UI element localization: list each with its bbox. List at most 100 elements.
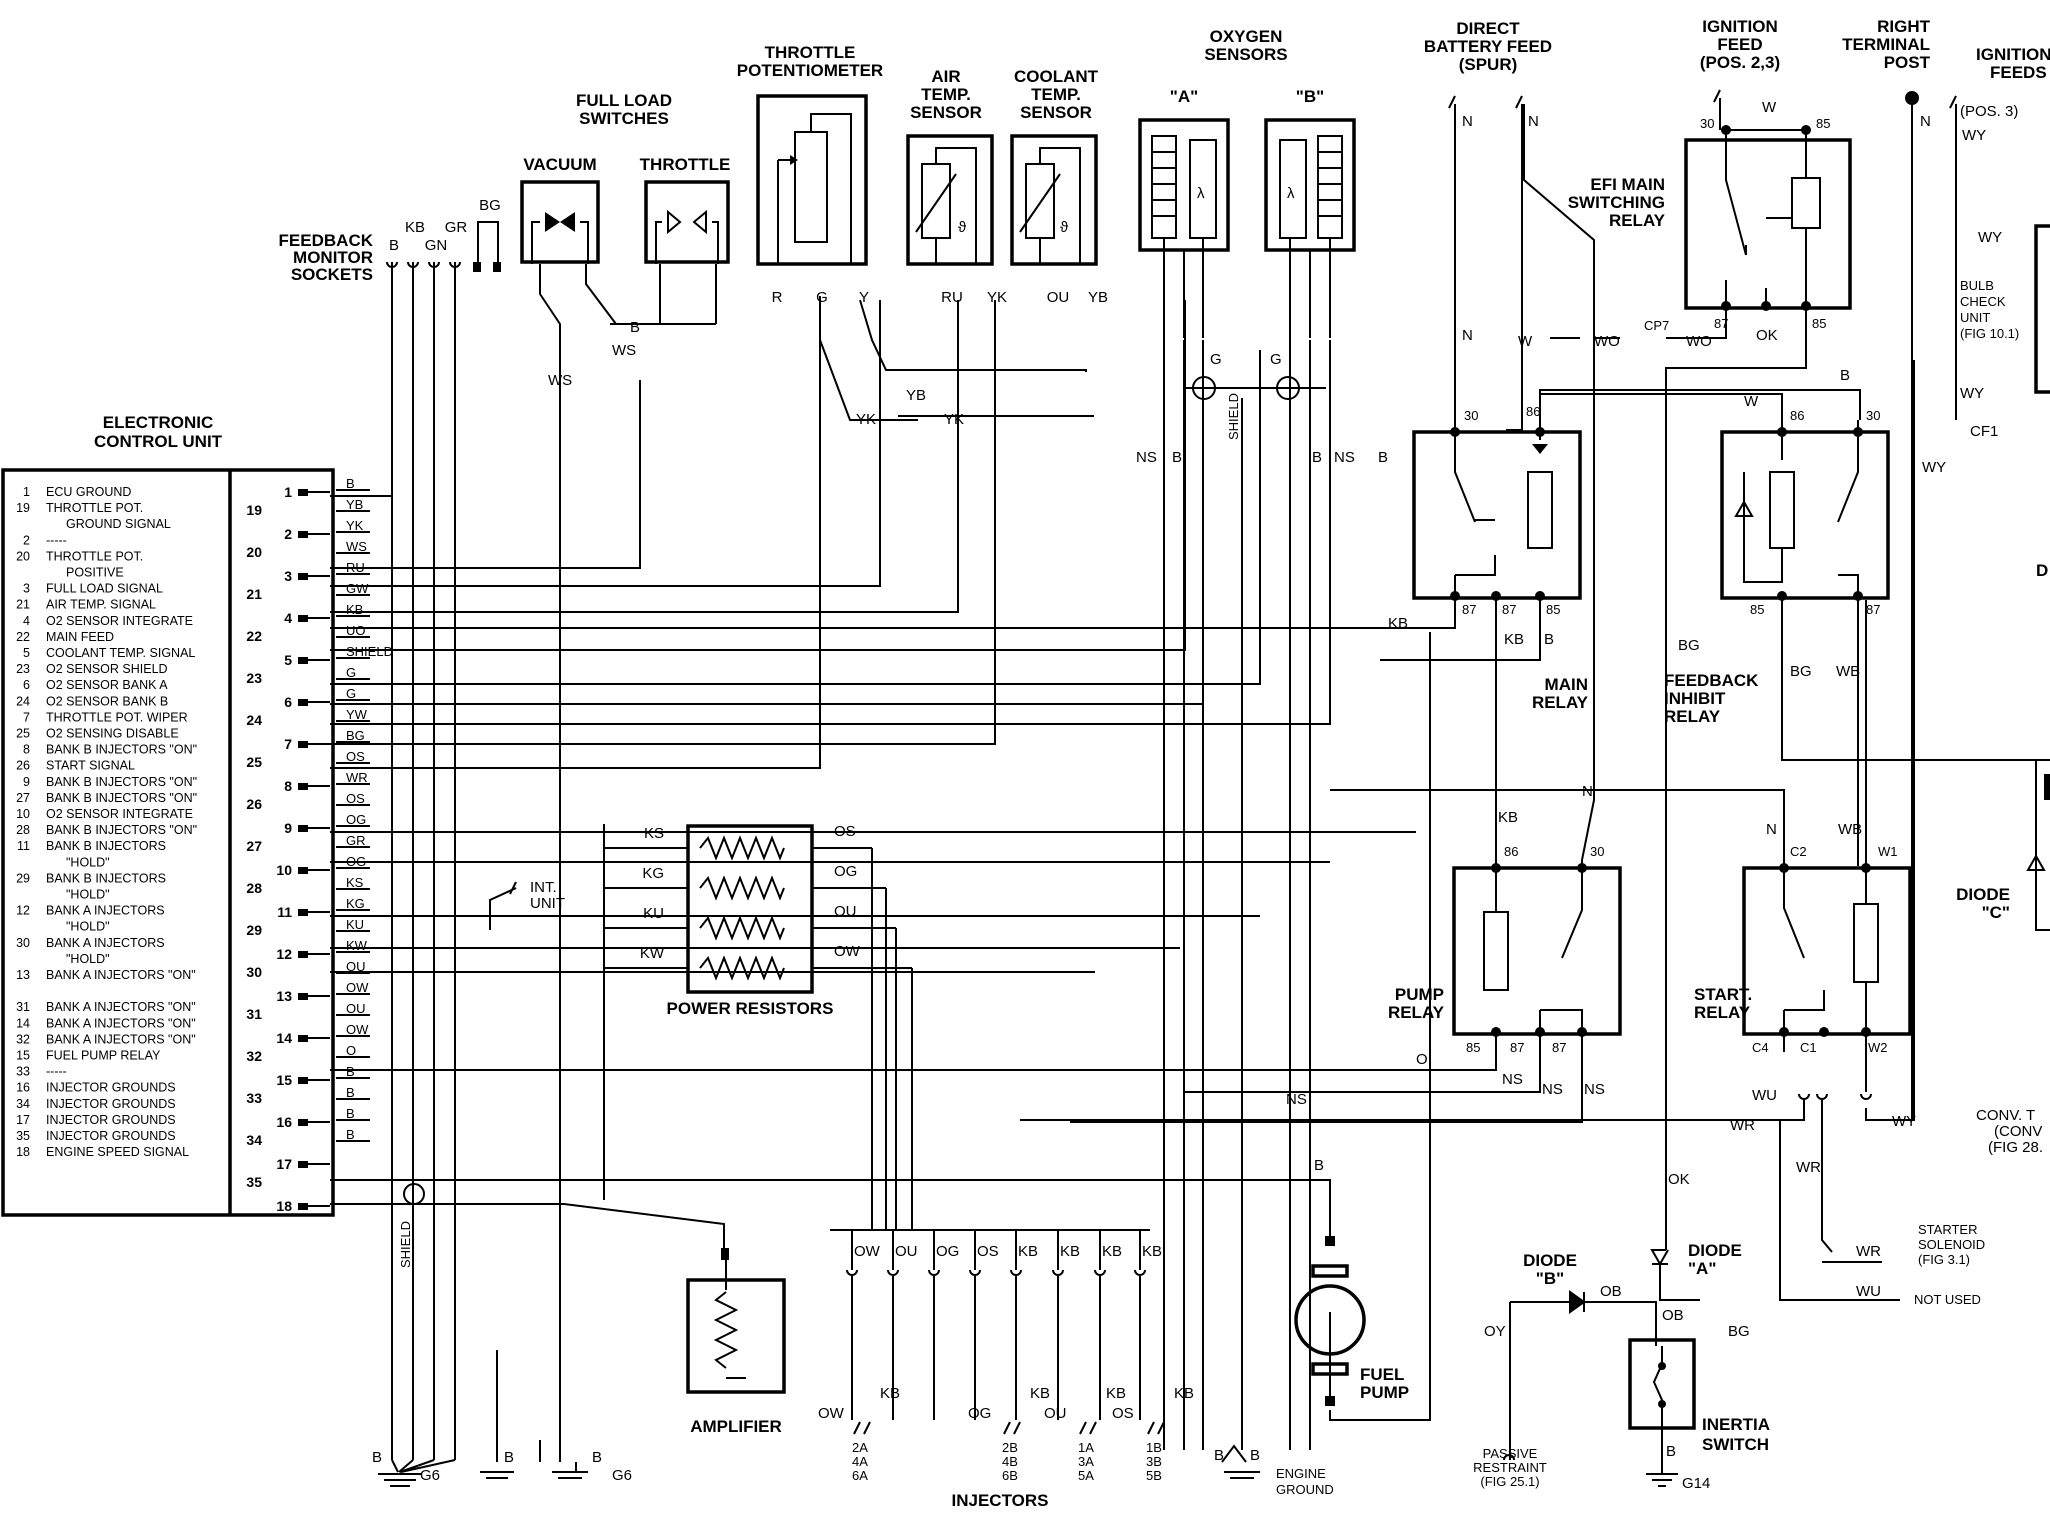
fb-relay-title-3: RELAY [1664,707,1721,726]
full-load-switches: FULL LOAD SWITCHES VACUUM THROTTLE B WS … [520,91,730,1440]
ecu-pin-number: 26 [246,796,262,812]
ecu-wire-label: KS [346,875,364,890]
fb-wire-bg-2: BG [1790,663,1812,680]
ecu-pin-number: 4 [284,610,292,626]
ecu-pin-terminal [298,1119,308,1126]
ecu-wire-label: KU [346,917,364,932]
start-wire-wu: WU [1752,1087,1777,1104]
fb-pin-85: 85 [1750,602,1764,617]
tp-title-2: POTENTIOMETER [737,61,883,80]
coolant-title-1: COOLANT [1014,67,1099,86]
full-load-title-1: FULL LOAD [576,91,672,110]
o2-ns-b: NS [1334,449,1355,466]
start-relay: C2 W1 C4 C1 W2 START. RELAY N WB WU WR W… [1020,360,1985,1307]
ecu-legend-text: O2 SENSOR BANK A [46,678,168,692]
rtp-title-1: RIGHT [1877,17,1931,36]
ecu-legend-pin: 24 [16,694,30,708]
ign-feeds-title-2: FEEDS [1990,63,2047,82]
ecu-legend-text: THROTTLE POT. [46,501,143,515]
injector-group: 3A [1078,1454,1094,1469]
ecu-legend-text: "HOLD" [66,952,110,966]
inertia-wire-ob: OB [1662,1307,1684,1324]
res-out-ou: OU [834,903,857,920]
ecu-pin-terminal [298,489,308,496]
start-relay-title-2: RELAY [1694,1003,1751,1022]
oxygen-title-2: SENSORS [1204,45,1287,64]
ecu-legend-text: INJECTOR GROUNDS [46,1129,176,1143]
ecu-legend-text: ENGINE SPEED SIGNAL [46,1145,189,1159]
ecu-pin-number: 31 [246,1006,262,1022]
fuel-pump-title-2: PUMP [1360,1383,1409,1402]
ecu-pin-number: 13 [276,988,292,1004]
fuel-pump-title-1: FUEL [1360,1365,1404,1384]
ecu-wire-label: B [346,1106,355,1121]
injector-wire-bottom: OG [968,1405,991,1422]
start-relay-title-1: START. [1694,985,1752,1004]
conv-title-3: (FIG 28. [1988,1139,2043,1156]
passive-title-2: RESTRAINT [1473,1460,1547,1475]
air-pin-yk: YK [987,289,1007,306]
amplifier: AMPLIFIER [330,1203,786,1436]
feedback-monitor-sockets: FEEDBACK MONITOR SOCKETS B KB GN GR BG [279,197,501,1460]
ecu-pin-terminal [298,615,308,622]
injector-group: 1B [1146,1440,1162,1455]
throttle-switch [644,180,730,264]
ecu-legend-text: ----- [46,1065,67,1079]
connector-cp7: CP7 [1644,318,1669,333]
ecu-legend-text: THROTTLE POT. [46,549,143,563]
start-pin-w2: W2 [1868,1040,1888,1055]
ground-g6-2: G6 [612,1467,632,1484]
ecu-wire-label: SHIELD [346,644,393,659]
efi-title-1: EFI MAIN [1590,175,1665,194]
ecu-wire-label: OW [346,1022,369,1037]
ecu-legend-pin: 5 [23,646,30,660]
connector-cf1: CF1 [1970,423,1998,440]
ecu-title-1: ELECTRONIC [103,413,214,432]
ecu-pin-number: 34 [246,1132,262,1148]
ecu-pin-terminal [298,1035,308,1042]
fb-relay-title-1: FEEDBACK [1664,671,1759,690]
ecu-pin-number: 6 [284,694,292,710]
pump-pin-87a: 87 [1510,1040,1524,1055]
shield-g-a: G [1210,351,1222,368]
res-out-ow: OW [834,943,861,960]
res-in-ku: KU [643,905,664,922]
start-wire-n: N [1766,821,1777,838]
oxygen-sensors: OXYGEN SENSORS "A" "B" λ λ G G SHIELD NS… [1136,27,1388,466]
ignition-title-3: (POS. 2,3) [1700,53,1780,72]
pump-wire-kb: KB [1498,809,1518,826]
ecu-pin-terminal [298,783,308,790]
ecu-pin-number: 28 [246,880,262,896]
ecu-pin-number: 27 [246,838,262,854]
socket-label-gn: GN [425,237,448,254]
air-temp-sensor: AIR TEMP. SENSOR ϑ RU YK [906,67,1007,306]
ecu-pin-number: 18 [276,1198,292,1214]
ecu-legend-pin: 28 [16,823,30,837]
power-feeds: DIRECT BATTERY FEED (SPUR) IGNITION FEED… [1424,17,2050,1120]
ecu-pin-number: 15 [276,1072,292,1088]
ecu-wire-label: B [346,1064,355,1079]
diode-b-wire-oy: OY [1484,1323,1506,1340]
efi-pin-85a: 85 [1816,116,1830,131]
res-in-ks: KS [644,825,664,842]
ecu-pin-terminal [298,573,308,580]
ecu-legend-text: BANK A INJECTORS "ON" [46,1032,196,1046]
conv-title-2: (CONV [1994,1123,2042,1140]
ecu-pin-number: 5 [284,652,292,668]
ecu-pin-number: 24 [246,712,262,728]
ecu-legend-pin: 35 [16,1129,30,1143]
efi-pin-ok: OK [1756,327,1778,344]
diode-a-title-1: DIODE [1688,1241,1742,1260]
fb-wire-bg: BG [1678,637,1700,654]
ecu-box [1,468,335,1217]
air-pin-ru: RU [941,289,963,306]
start-wire-wr: WR [1730,1117,1755,1134]
injector-group: 4B [1002,1454,1018,1469]
main-pin-30: 30 [1464,408,1478,423]
injector-group: 5A [1078,1468,1094,1483]
ecu-legend-text: FUEL PUMP RELAY [46,1049,161,1063]
main-wire-kb-2: KB [1504,631,1524,648]
vacuum-switch [520,180,600,264]
ecu-pin-number: 33 [246,1090,262,1106]
